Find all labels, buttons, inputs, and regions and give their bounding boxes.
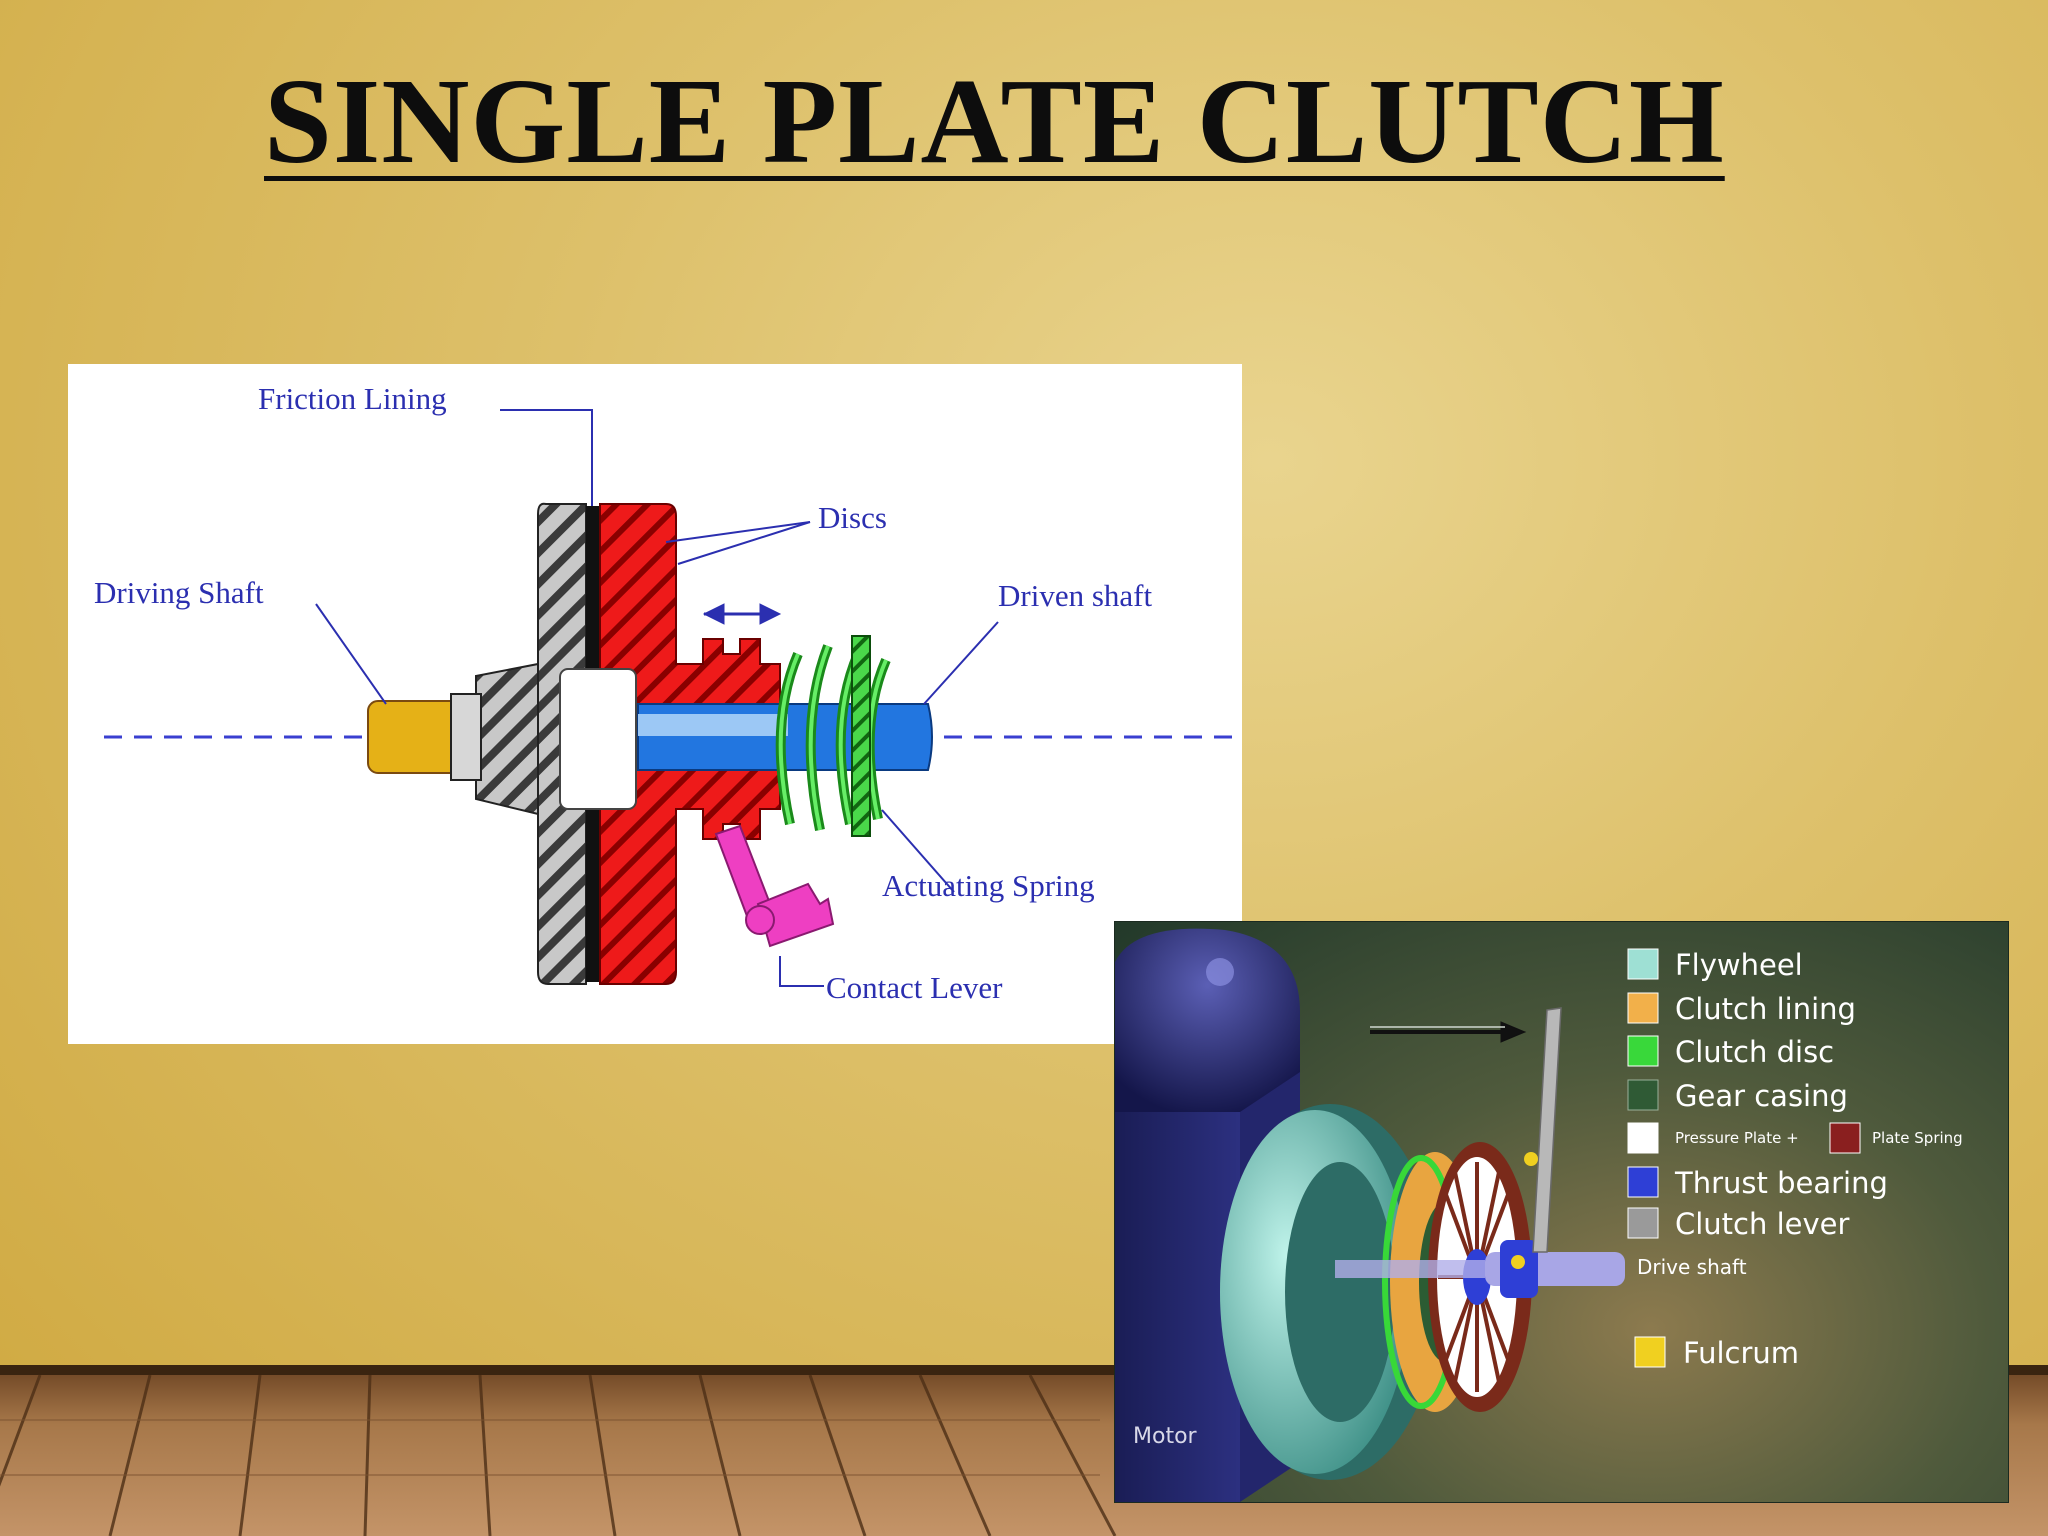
legend-clutch-lining: Clutch lining — [1675, 992, 1856, 1026]
leader-lines — [315, 409, 999, 987]
legend-clutch-disc: Clutch disc — [1675, 1035, 1834, 1069]
clutch-3d-illustration: Motor — [1115, 922, 2008, 1502]
legend-plate-spring: Plate Spring — [1872, 1129, 1963, 1147]
thrust-bearing-shape — [1500, 1240, 1538, 1298]
spring-plate-shape — [851, 635, 871, 837]
lever-arrow — [1370, 1021, 1527, 1043]
contact-lever-shape — [714, 824, 835, 948]
label-drive-shaft: Drive shaft — [1637, 1255, 1747, 1279]
label-actuating-spring: Actuating Spring — [882, 868, 1095, 903]
movement-arrow — [702, 603, 782, 625]
legend-swatch-clutch-lining — [1627, 992, 1659, 1024]
clutch-schematic-diagram: Friction Lining Discs Driving Shaft Driv… — [68, 364, 1242, 1044]
legend-flywheel: Flywheel — [1675, 948, 1803, 982]
label-friction-lining: Friction Lining — [258, 381, 447, 416]
coupling-block-shape — [559, 668, 637, 810]
legend-gear-casing: Gear casing — [1675, 1079, 1848, 1113]
label-discs: Discs — [818, 500, 887, 535]
clutch-lever-shape — [1511, 1007, 1562, 1269]
legend-pressure-plate: Pressure Plate + — [1675, 1129, 1799, 1147]
legend-fulcrum: Fulcrum — [1683, 1336, 1799, 1370]
legend-swatch-thrust-bearing — [1627, 1166, 1659, 1198]
legend-swatch-fulcrum — [1634, 1336, 1666, 1368]
legend-swatch-clutch-lever — [1627, 1207, 1659, 1239]
label-contact-lever: Contact Lever — [826, 970, 1003, 1005]
legend-swatch-clutch-disc — [1627, 1035, 1659, 1067]
motor-label: Motor — [1133, 1424, 1198, 1449]
flywheel-hub-shape — [475, 662, 539, 816]
flywheel-shape — [1220, 1104, 1440, 1480]
label-driving-shaft: Driving Shaft — [94, 575, 264, 610]
legend-clutch-lever: Clutch lever — [1675, 1207, 1850, 1241]
legend-swatch-flywheel — [1627, 948, 1659, 980]
legend-swatch-pressure-plate — [1627, 1122, 1659, 1154]
legend-swatch-plate-spring — [1829, 1122, 1861, 1154]
legend-swatch-gear-casing — [1627, 1079, 1659, 1111]
slide-title: SINGLE PLATE CLUTCH — [264, 54, 1725, 189]
legend: Flywheel Clutch lining Clutch disc Gear … — [1627, 948, 1963, 1370]
legend-thrust-bearing: Thrust bearing — [1674, 1166, 1888, 1200]
label-driven-shaft: Driven shaft — [998, 578, 1152, 613]
